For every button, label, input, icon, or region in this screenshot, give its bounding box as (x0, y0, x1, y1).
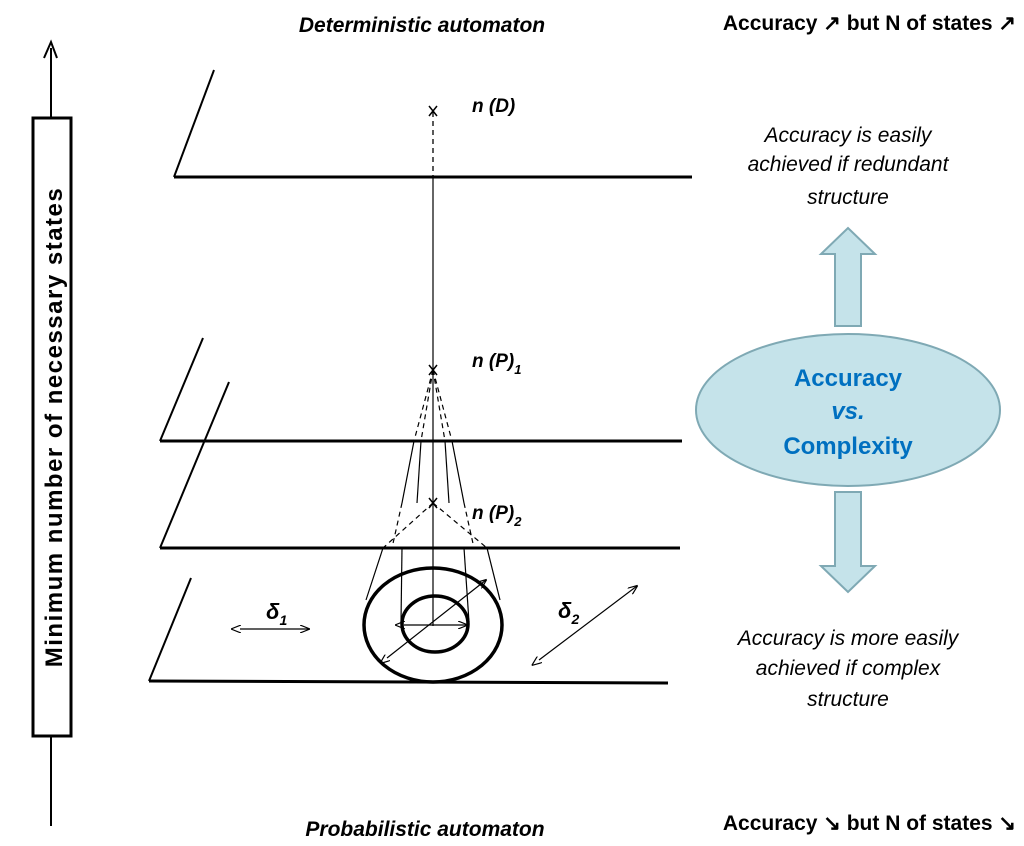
axis-arrowhead (43, 39, 58, 59)
axis-label: Minimum number of necessary states (41, 187, 68, 667)
vertical-axis: Minimum number of necessary states (31, 39, 73, 826)
svg-text:vs.: vs. (831, 398, 864, 425)
svg-text:Accuracy is more easily: Accuracy is more easily (736, 627, 960, 650)
accuracy-vs-complexity-ellipse (695, 333, 1001, 487)
label-n-p2: n (P)2 (472, 503, 522, 529)
svg-text:Accuracy is easily: Accuracy is easily (763, 124, 933, 147)
plane-base (148, 577, 669, 685)
torus-inner (400, 594, 470, 654)
delta-1: δ1 (240, 599, 309, 629)
marker-n-p2 (428, 497, 438, 509)
state-markers (428, 105, 438, 509)
arrow-up (818, 226, 878, 327)
header-top: Accuracy ↗ but N of states ↗ (723, 12, 1016, 35)
svg-text:structure: structure (807, 688, 889, 711)
svg-text:Complexity: Complexity (783, 433, 913, 460)
ellipse-text: Accuracy vs. Complexity (783, 365, 913, 460)
plane-probabilistic-2 (159, 381, 680, 550)
note-top: Accuracy is easily achieved if redundant… (748, 124, 950, 209)
outer-diameter-arrow (387, 580, 486, 658)
label-n-p1: n (P)1 (472, 351, 521, 377)
header-bottom: Accuracy ↘ but N of states ↘ (723, 812, 1016, 835)
delta-1-label: δ1 (266, 599, 287, 628)
axis-label-box (31, 116, 73, 738)
svg-text:Accuracy: Accuracy (794, 365, 903, 392)
arrow-down (818, 491, 878, 594)
deterministic-title: Deterministic automaton (299, 14, 545, 37)
svg-text:structure: structure (807, 186, 889, 209)
marker-n-p1 (428, 364, 438, 376)
torus (362, 566, 504, 684)
marker-n-d (428, 105, 438, 117)
label-n-d: n (D) (472, 96, 515, 117)
torus-outer (362, 566, 504, 684)
delta-2: δ2 (539, 586, 637, 660)
svg-text:achieved if redundant: achieved if redundant (748, 153, 950, 176)
note-bottom: Accuracy is more easily achieved if comp… (736, 627, 960, 711)
probabilistic-title: Probabilistic automaton (305, 818, 544, 841)
svg-text:achieved if complex: achieved if complex (756, 657, 942, 680)
delta-2-label: δ2 (558, 598, 579, 627)
plane-probabilistic-1 (159, 337, 682, 443)
